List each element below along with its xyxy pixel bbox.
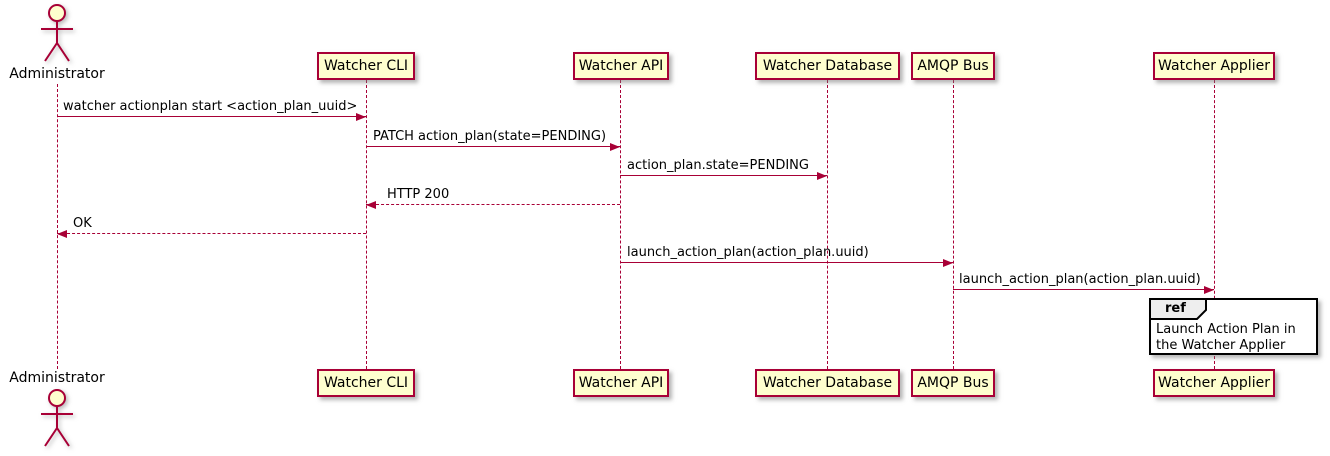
message-actionplan-start: watcher actionplan start <action_plan_uu… (57, 97, 366, 121)
message-line (366, 146, 620, 147)
message-ok: OK (57, 214, 366, 238)
arrowhead-icon (356, 113, 366, 121)
lifeline-watcher-database (827, 80, 828, 369)
message-label: action_plan.state=PENDING (627, 158, 809, 173)
message-launch-action-plan-amqp: launch_action_plan(action_plan.uuid) (620, 243, 953, 267)
message-line (366, 204, 620, 205)
message-label: PATCH action_plan(state=PENDING) (373, 129, 607, 144)
actor-label-bottom: Administrator (9, 370, 105, 386)
actor-label-top: Administrator (9, 66, 105, 82)
lifeline-administrator (57, 84, 58, 369)
message-line (57, 233, 366, 234)
message-line (57, 116, 366, 117)
arrowhead-icon (57, 230, 67, 238)
message-line (620, 175, 827, 176)
participant-watcher-applier-top: Watcher Applier (1153, 52, 1275, 80)
lifeline-watcher-api (620, 80, 621, 369)
participant-watcher-database-bottom: Watcher Database (755, 369, 900, 397)
message-http-200: HTTP 200 (366, 185, 620, 209)
lifeline-amqp-bus (953, 80, 954, 369)
arrowhead-icon (366, 201, 376, 209)
message-launch-action-plan-applier: launch_action_plan(action_plan.uuid) (953, 270, 1214, 294)
participant-watcher-cli-bottom: Watcher CLI (317, 369, 415, 397)
message-patch-action-plan: PATCH action_plan(state=PENDING) (366, 127, 620, 151)
message-label: launch_action_plan(action_plan.uuid) (959, 272, 1201, 287)
arrowhead-icon (817, 172, 827, 180)
participant-amqp-bus-bottom: AMQP Bus (911, 369, 995, 397)
participant-watcher-api-top: Watcher API (573, 52, 669, 80)
participant-watcher-cli-top: Watcher CLI (317, 52, 415, 80)
message-label: OK (73, 216, 92, 231)
arrowhead-icon (1204, 286, 1214, 294)
message-label: watcher actionplan start <action_plan_uu… (63, 99, 358, 114)
lifeline-watcher-cli (366, 80, 367, 369)
ref-fragment: ref Launch Action Plan in the Watcher Ap… (1149, 298, 1318, 355)
message-label: launch_action_plan(action_plan.uuid) (627, 245, 869, 260)
message-line (953, 289, 1214, 290)
message-state-pending: action_plan.state=PENDING (620, 156, 827, 180)
message-line (620, 262, 953, 263)
participant-watcher-api-bottom: Watcher API (573, 369, 669, 397)
arrowhead-icon (943, 259, 953, 267)
lifeline-watcher-applier (1214, 80, 1215, 369)
ref-text: Launch Action Plan in the Watcher Applie… (1156, 322, 1296, 353)
ref-keyword: ref (1165, 301, 1186, 316)
participant-amqp-bus-top: AMQP Bus (911, 52, 995, 80)
ref-header-pentagon (1149, 298, 1207, 320)
participant-watcher-database-top: Watcher Database (755, 52, 900, 80)
arrowhead-icon (610, 143, 620, 151)
actor-icon (41, 4, 73, 62)
participant-watcher-applier-bottom: Watcher Applier (1153, 369, 1275, 397)
actor-icon (41, 389, 73, 447)
message-label: HTTP 200 (387, 187, 450, 202)
